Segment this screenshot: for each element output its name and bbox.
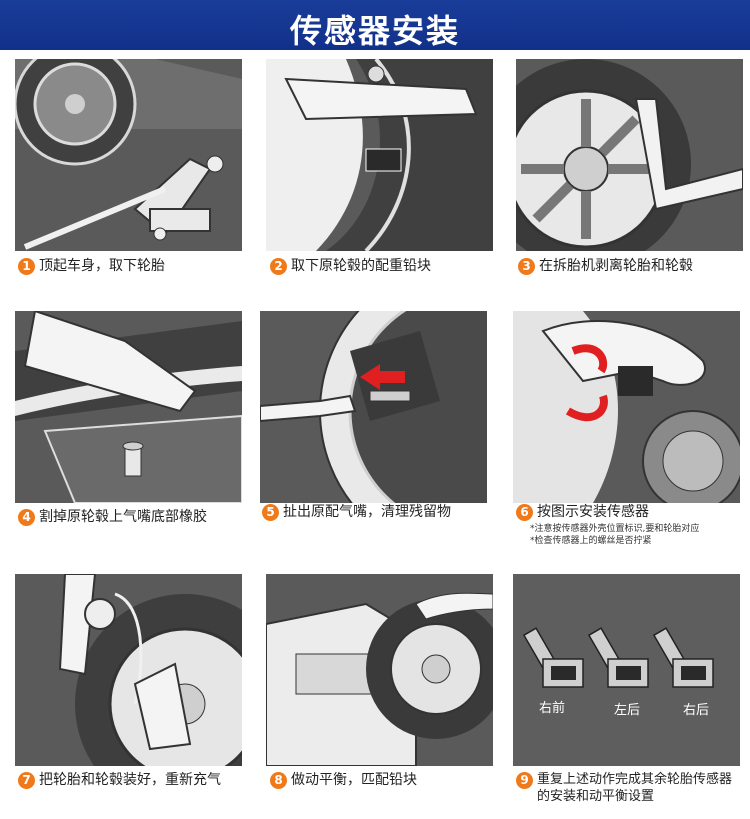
step-text: 取下原轮毂的配重铅块 [291,258,431,274]
step-text: 在拆胎机剥离轮胎和轮毂 [539,258,693,274]
step-text: 把轮胎和轮毂装好，重新充气 [39,772,221,788]
step-4-caption: 4 割掉原轮毂上气嘴底部橡胶 [18,508,248,527]
step-number-badge: 5 [262,504,279,521]
step-text: 做动平衡，匹配铅块 [291,772,417,788]
note-line: *注意按传感器外壳位置标识,要和轮胎对应 [530,524,700,534]
step-5-caption: 5 扯出原配气嘴，清理残留物 [262,503,502,522]
illustration-tire-changer [516,59,743,251]
step-number-badge: 2 [270,258,287,275]
step-9-caption: 9 重复上述动作完成其余轮胎传感器的安装和动平衡设置 [516,771,736,805]
step-text: 按图示安装传感器 [537,504,649,520]
header-banner: 传感器安装 [0,0,750,50]
step-text: 扯出原配气嘴，清理残留物 [283,504,451,520]
step-6-notes: *注意按传感器外壳位置标识,要和轮胎对应 *检查传感器上的螺丝是否拧紧 [530,523,745,547]
sensor-label-rear-right: 右后 [683,703,710,718]
step-number-badge: 9 [516,772,533,789]
note-line: *检查传感器上的螺丝是否拧紧 [530,536,652,546]
illustration-remove-weights [266,59,493,251]
illustration-install-sensor [513,311,740,503]
step-6-caption: 6 按图示安装传感器 [516,503,746,522]
illustration-sensors-row [513,574,740,766]
step-number-badge: 1 [18,258,35,275]
step-8-caption: 8 做动平衡，匹配铅块 [270,771,495,790]
illustration-pull-valve [260,311,487,503]
illustration-jack-lift [15,59,242,251]
step-7-caption: 7 把轮胎和轮毂装好，重新充气 [18,771,253,790]
step-number-badge: 6 [516,504,533,521]
step-2-caption: 2 取下原轮毂的配重铅块 [270,257,495,276]
step-text: 重复上述动作完成其余轮胎传感器的安装和动平衡设置 [537,772,733,804]
sensor-label-front-right: 右前 [539,701,566,716]
illustration-cut-rubber [15,311,242,503]
page-title: 传感器安装 [289,12,460,50]
step-text: 顶起车身，取下轮胎 [39,258,165,274]
sensor-label-rear-left: 左后 [614,703,641,718]
step-3-caption: 3 在拆胎机剥离轮胎和轮毂 [518,257,748,276]
step-1-caption: 1 顶起车身，取下轮胎 [18,257,243,276]
step-number-badge: 4 [18,509,35,526]
illustration-reinflate [15,574,242,766]
step-number-badge: 7 [18,772,35,789]
step-text: 割掉原轮毂上气嘴底部橡胶 [39,509,207,525]
step-number-badge: 3 [518,258,535,275]
step-number-badge: 8 [270,772,287,789]
illustration-balancer [266,574,493,766]
